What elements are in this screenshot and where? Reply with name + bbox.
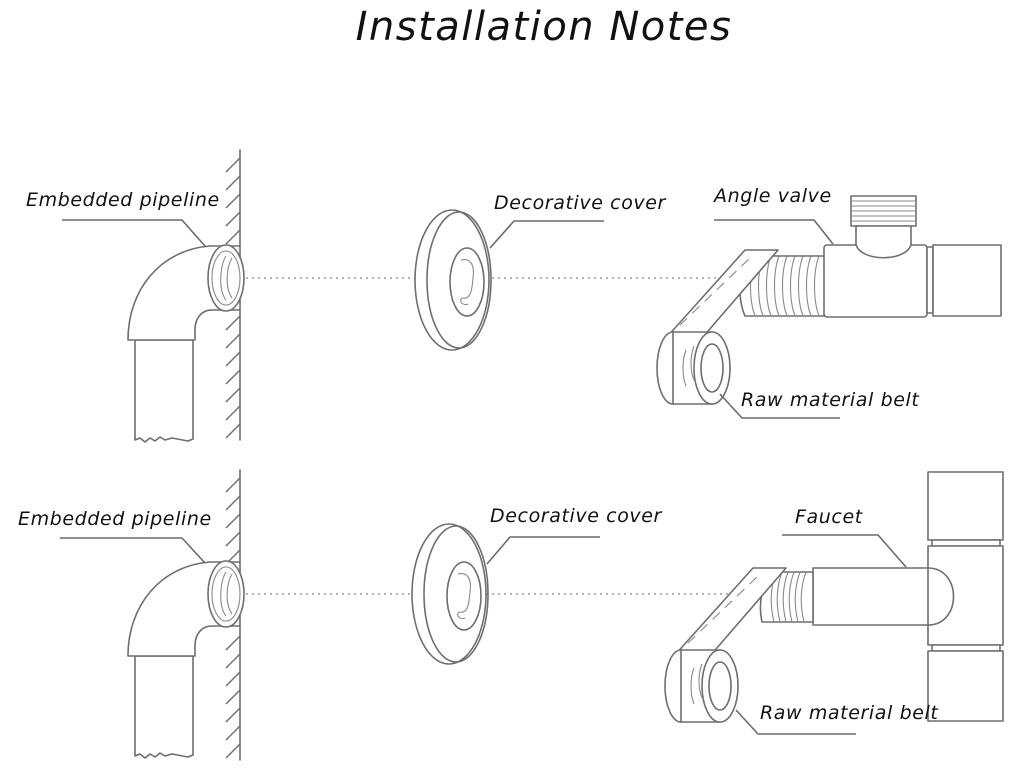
leader-belt-2	[735, 709, 856, 735]
leader-cover-2	[486, 536, 600, 565]
leader-faucet	[782, 534, 907, 568]
label-embedded-pipeline-1: Embedded pipeline	[26, 189, 220, 211]
faucet	[759, 471, 1004, 722]
embedded-pipeline-2	[127, 560, 245, 759]
embedded-pipeline-1	[127, 244, 245, 443]
leader-pipeline-1	[62, 219, 206, 247]
angle-valve	[738, 195, 1002, 318]
label-embedded-pipeline-2: Embedded pipeline	[18, 508, 212, 530]
label-raw-material-belt-1: Raw material belt	[741, 389, 920, 411]
leader-belt-1	[719, 393, 840, 419]
label-decorative-cover-1: Decorative cover	[494, 192, 667, 214]
diagram-title: Installation Notes	[356, 4, 733, 50]
row-faucet: Embedded pipeline Decorative cover Fauce…	[18, 469, 1004, 761]
decorative-cover-2	[411, 523, 489, 665]
row-angle-valve: Embedded pipeline Decorative cover Angle…	[26, 149, 1002, 443]
leader-pipeline-2	[60, 537, 206, 564]
label-angle-valve: Angle valve	[712, 185, 832, 207]
leader-cover-1	[489, 220, 604, 249]
leader-angle-valve	[714, 219, 834, 245]
label-decorative-cover-2: Decorative cover	[490, 505, 663, 527]
label-raw-material-belt-2: Raw material belt	[760, 702, 939, 724]
label-faucet: Faucet	[795, 506, 864, 528]
decorative-cover-1	[414, 209, 492, 351]
